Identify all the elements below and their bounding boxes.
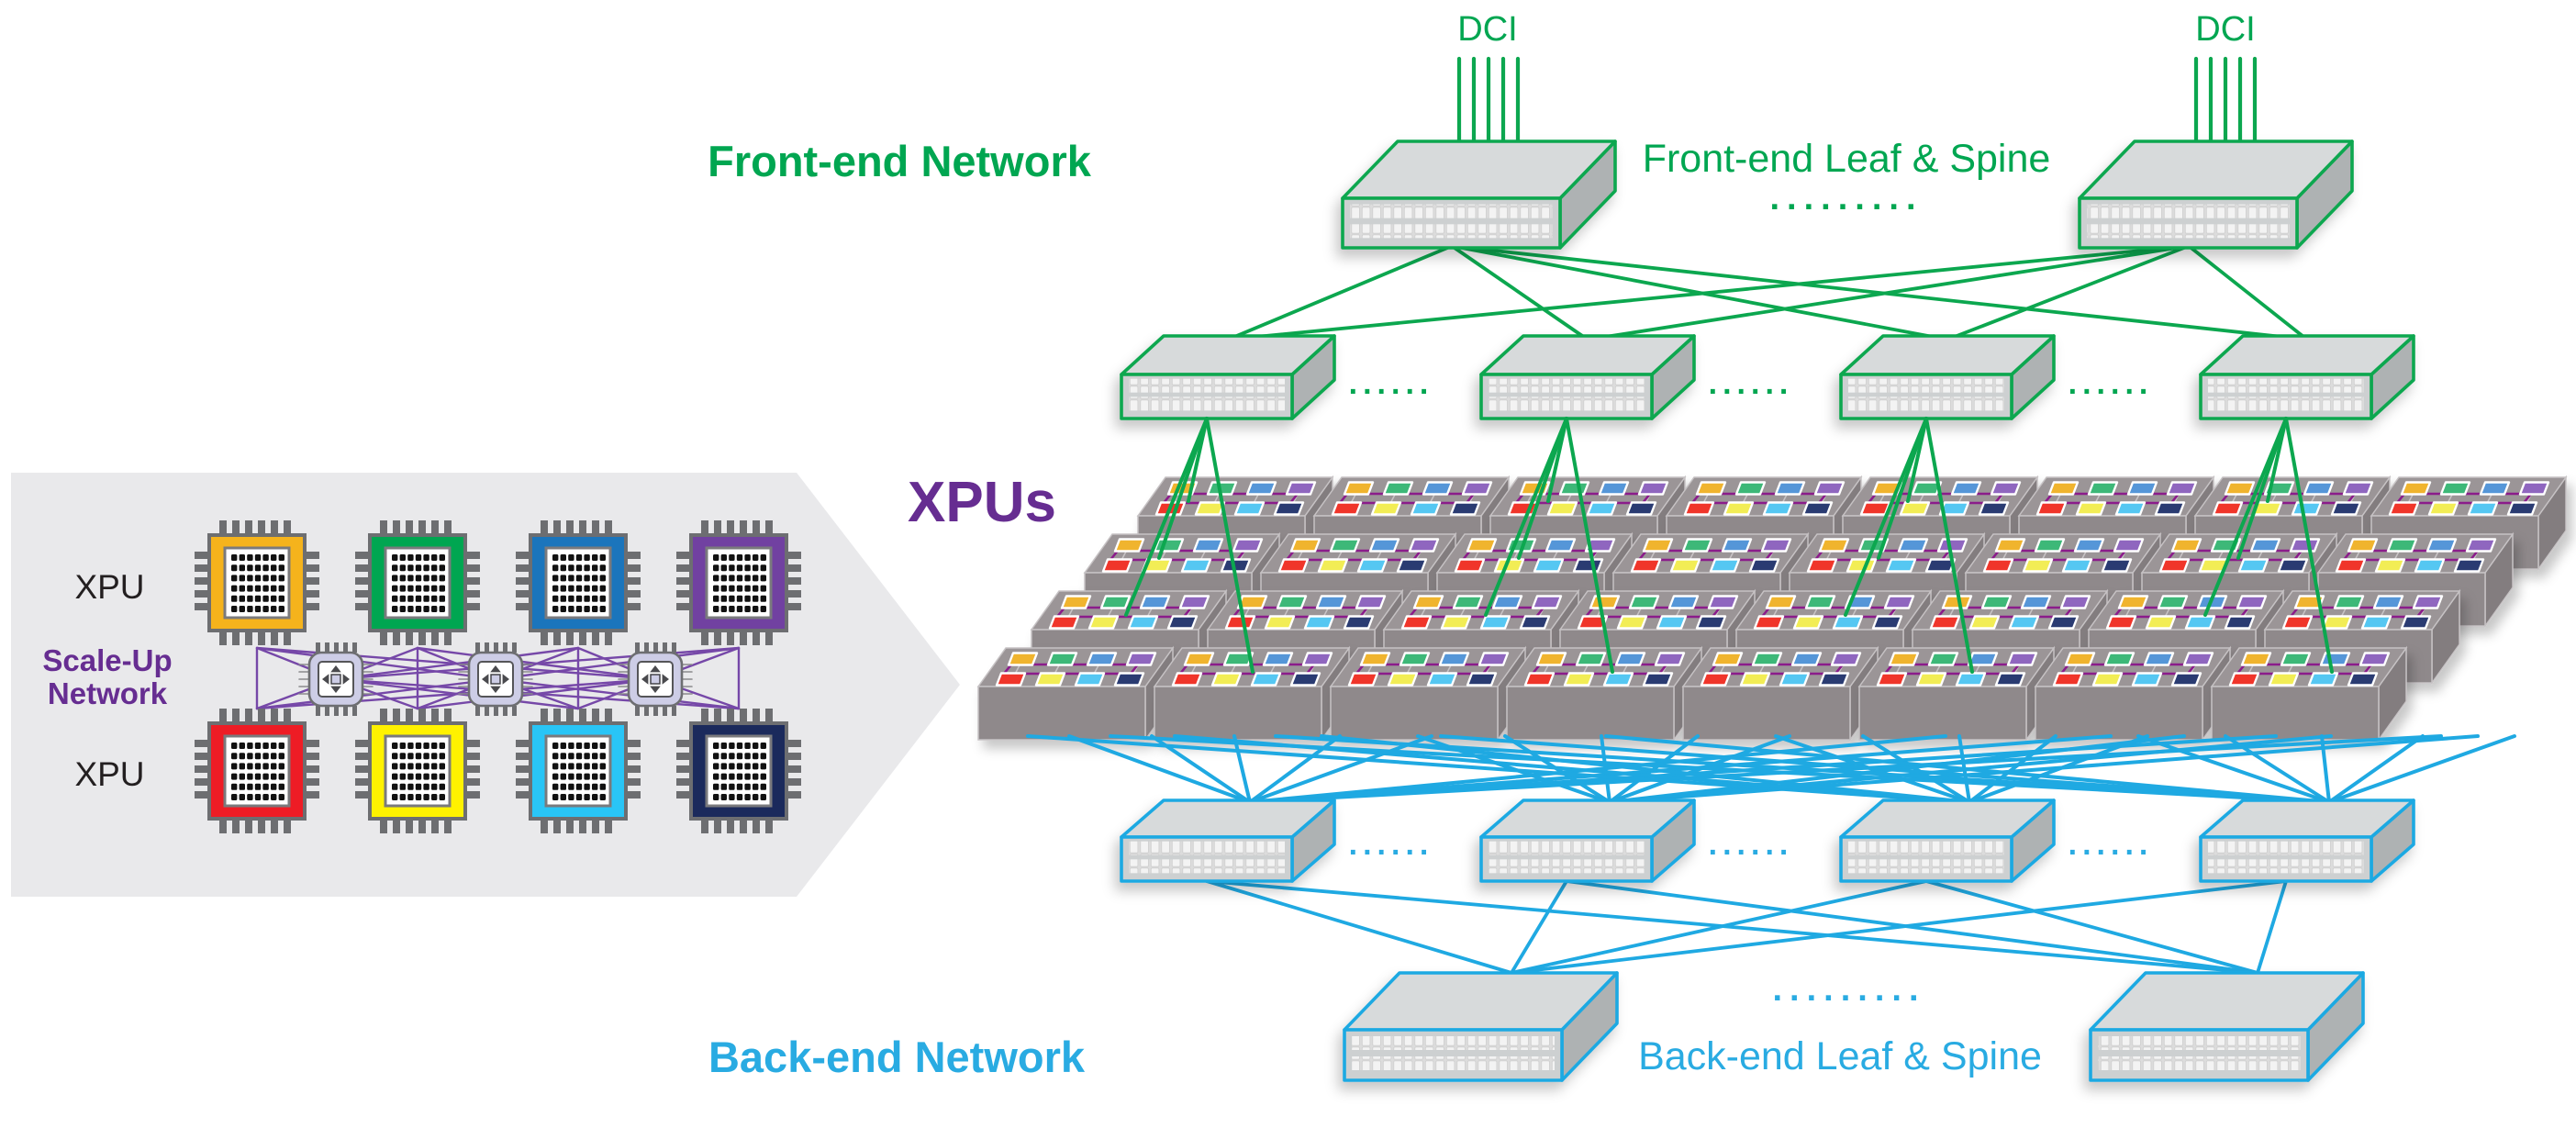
scale-up-panel bbox=[11, 473, 960, 897]
server-node bbox=[2034, 645, 2232, 743]
front-end-leaf-ellipsis-2: ...... bbox=[1708, 366, 1794, 401]
back-end-network-title: Back-end Network bbox=[708, 1033, 1086, 1081]
front-end-leaf-ellipsis-1: ...... bbox=[1348, 366, 1434, 401]
front-end-leaf-switch bbox=[1479, 334, 1696, 420]
dci-label-right: DCI bbox=[2195, 10, 2256, 49]
scale-up-line2: Network bbox=[47, 676, 168, 711]
scale-up-switch-chip bbox=[618, 642, 693, 716]
front-end-leaf-ellipsis-3: ...... bbox=[2068, 366, 2154, 401]
xpu-label-top: XPU bbox=[74, 568, 145, 606]
front-end-leaf-spine-caption: Front-end Leaf & Spine bbox=[1642, 137, 2051, 181]
xpu-chip bbox=[676, 709, 801, 833]
server-node bbox=[1681, 645, 1879, 743]
front-end-server-links bbox=[1124, 417, 2334, 674]
scale-up-switch-chip bbox=[458, 642, 533, 716]
back-end-leaf-spine-caption: Back-end Leaf & Spine bbox=[1638, 1034, 2042, 1078]
back-end-leaf-ellipsis-3: ...... bbox=[2068, 827, 2154, 862]
front-end-leaf-switch bbox=[1120, 334, 1336, 420]
back-end-leaf-ellipsis-2: ...... bbox=[1708, 827, 1794, 862]
server-node bbox=[976, 645, 1175, 743]
back-end-spine-ellipsis: ......... bbox=[1772, 970, 1926, 1009]
front-end-spine-switch bbox=[1341, 140, 1617, 250]
front-end-links bbox=[1226, 56, 2309, 341]
xpu-chip bbox=[355, 520, 480, 645]
xpu-chip bbox=[516, 709, 641, 833]
back-end-spine-switch bbox=[1343, 971, 1619, 1082]
xpus-title: XPUs bbox=[908, 471, 1056, 534]
back-end-links bbox=[1026, 734, 2516, 975]
back-end-leaf-switch bbox=[1839, 799, 2056, 883]
xpu-chip bbox=[516, 520, 641, 645]
back-end-leaf-switch bbox=[1120, 799, 1336, 883]
scale-up-switch-chip bbox=[298, 642, 374, 716]
server-node bbox=[2210, 645, 2408, 743]
server-node bbox=[1329, 645, 1527, 743]
xpu-chip bbox=[676, 520, 801, 645]
front-end-spine-ellipsis: ......... bbox=[1769, 179, 1924, 218]
xpu-chip bbox=[355, 709, 480, 833]
xpu-chip bbox=[195, 709, 319, 833]
front-end-network-title: Front-end Network bbox=[708, 137, 1091, 185]
front-end-spine-switch bbox=[2078, 140, 2354, 250]
server-node bbox=[1505, 645, 1703, 743]
back-end-leaf-switch bbox=[1479, 799, 1696, 883]
xpu-chip bbox=[195, 520, 319, 645]
server-node bbox=[1153, 645, 1351, 743]
xpu-label-bottom: XPU bbox=[74, 755, 145, 793]
front-end-leaf-switch bbox=[2199, 334, 2415, 420]
front-end-leaf-switch bbox=[1839, 334, 2056, 420]
dci-label-left: DCI bbox=[1457, 10, 1518, 49]
back-end-spine-switch bbox=[2089, 971, 2365, 1082]
server-node bbox=[1857, 645, 2056, 743]
back-end-leaf-ellipsis-1: ...... bbox=[1348, 827, 1434, 862]
back-end-leaf-switch bbox=[2199, 799, 2415, 883]
scale-up-line1: Scale-Up bbox=[42, 643, 173, 677]
